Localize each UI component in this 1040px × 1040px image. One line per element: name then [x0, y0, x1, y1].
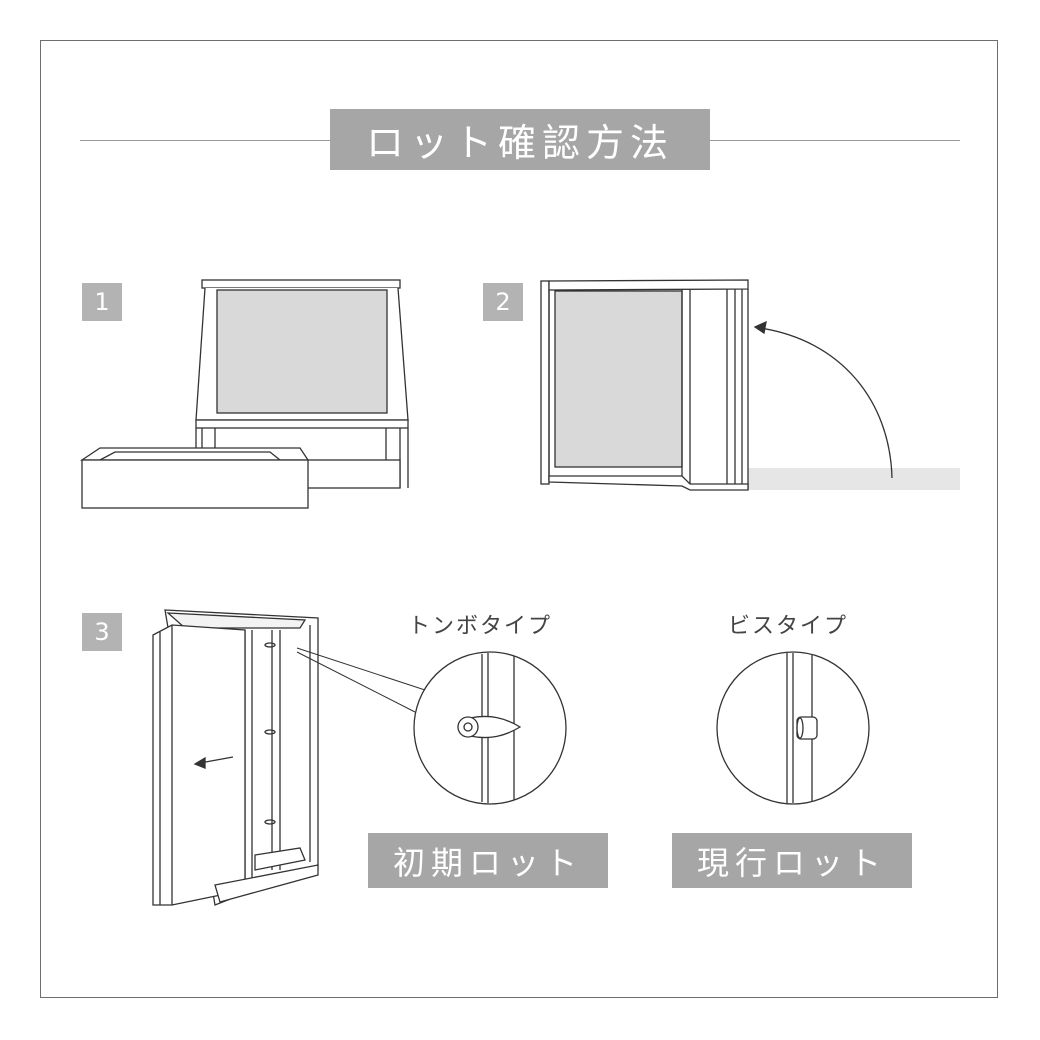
- tonbo-type-caption: トンボタイプ: [408, 614, 553, 639]
- step-2-illustration: [540, 279, 960, 491]
- tonbo-detail-circle: [413, 651, 567, 805]
- page-frame: [40, 40, 998, 998]
- step-3-badge: 3: [82, 613, 122, 651]
- screw-type-caption: ビスタイプ: [728, 614, 849, 639]
- initial-lot-label: 初期ロット: [368, 833, 608, 888]
- step-2-badge: 2: [483, 283, 523, 321]
- rotate-arrow-icon: [759, 327, 893, 479]
- step-1-badge: 1: [82, 283, 122, 321]
- step-3-illustration: [152, 609, 426, 906]
- title-rule-right: [710, 140, 960, 141]
- step-1-illustration: [79, 279, 409, 509]
- page-title: ロット確認方法: [330, 109, 710, 170]
- title-rule-left: [80, 140, 330, 141]
- screw-detail-circle: [716, 651, 870, 805]
- current-lot-label: 現行ロット: [672, 833, 912, 888]
